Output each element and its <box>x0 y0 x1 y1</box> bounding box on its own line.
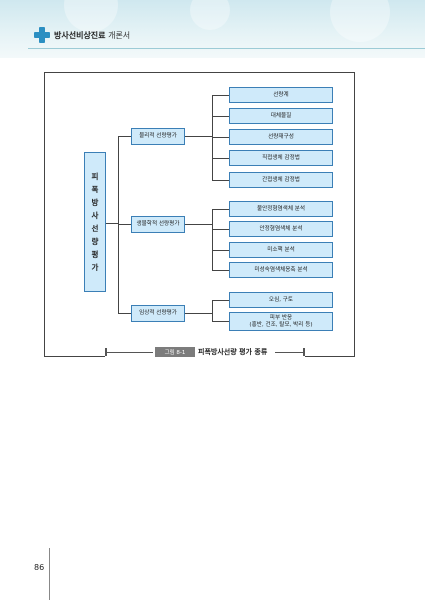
figure-title: 피폭방사선량 평가 종류 <box>198 348 268 356</box>
caption-bar-left <box>105 348 107 356</box>
connector <box>212 300 213 322</box>
root-char: 피 <box>91 172 99 181</box>
leaf-node: 선량재구성 <box>229 129 333 145</box>
connector <box>118 136 119 314</box>
root-char: 평 <box>91 250 99 259</box>
header-band <box>0 0 425 58</box>
header-decoration-circle <box>330 0 390 42</box>
category-biological: 생물학적 선량평가 <box>131 216 185 233</box>
caption-line-right <box>275 352 303 353</box>
leaf-node: 불안정형염색체 분석 <box>229 201 333 217</box>
connector <box>212 300 229 301</box>
figure-caption: 그림 8-1 피폭방사선량 평가 종류 <box>105 345 305 359</box>
connector <box>212 209 213 271</box>
connector <box>212 229 229 230</box>
medical-cross-icon <box>34 27 50 43</box>
connector <box>106 223 118 224</box>
connector <box>212 180 229 181</box>
root-char: 폭 <box>91 185 99 194</box>
root-char: 가 <box>91 263 99 272</box>
connector <box>212 95 229 96</box>
caption-bar-right <box>303 348 305 356</box>
connector <box>212 158 229 159</box>
connector <box>185 224 212 225</box>
header-decoration-circle <box>190 0 230 30</box>
connector <box>212 137 229 138</box>
connector <box>185 136 212 137</box>
book-title-main: 방사선비상진료 <box>54 31 106 40</box>
leaf-node: 선량계 <box>229 87 333 103</box>
book-title-sub: 개론서 <box>108 31 131 40</box>
root-char: 방 <box>91 198 99 207</box>
connector <box>212 321 229 322</box>
connector <box>212 270 229 271</box>
caption-line-left <box>107 352 153 353</box>
leaf-node: 안정형염색체 분석 <box>229 221 333 237</box>
root-char: 사 <box>91 211 99 220</box>
page-margin-rule <box>49 548 50 600</box>
connector <box>212 95 213 181</box>
header-decoration-circle <box>64 0 118 32</box>
leaf-node: 미소핵 분석 <box>229 242 333 258</box>
root-char: 선 <box>91 224 99 233</box>
root-char: 량 <box>91 237 99 246</box>
page-number: 86 <box>34 563 45 572</box>
leaf-node: 간접생체 감정법 <box>229 172 333 188</box>
connector <box>212 209 229 210</box>
connector <box>185 313 212 314</box>
root-node-dose-assessment: 피 폭 방 사 선 량 평 가 <box>84 152 106 292</box>
leaf-node-skin-reaction: 피부 반응 (홍반, 건조, 탈모, 박리 등) <box>229 312 333 331</box>
connector <box>118 313 131 314</box>
connector <box>212 250 229 251</box>
leaf-node: 대체물질 <box>229 108 333 124</box>
leaf-node: 직접생체 감정법 <box>229 150 333 166</box>
category-physical: 물리적 선량평가 <box>131 128 185 145</box>
connector <box>212 116 229 117</box>
category-clinical: 임상적 선량평가 <box>131 305 185 322</box>
connector <box>118 224 131 225</box>
leaf-node: 오심, 구토 <box>229 292 333 308</box>
book-title: 방사선비상진료 개론서 <box>54 30 130 41</box>
figure-number: 그림 8-1 <box>155 347 195 357</box>
leaf-node: 미성숙염색체응축 분석 <box>229 262 333 278</box>
connector <box>118 136 131 137</box>
header-rule <box>28 48 425 49</box>
